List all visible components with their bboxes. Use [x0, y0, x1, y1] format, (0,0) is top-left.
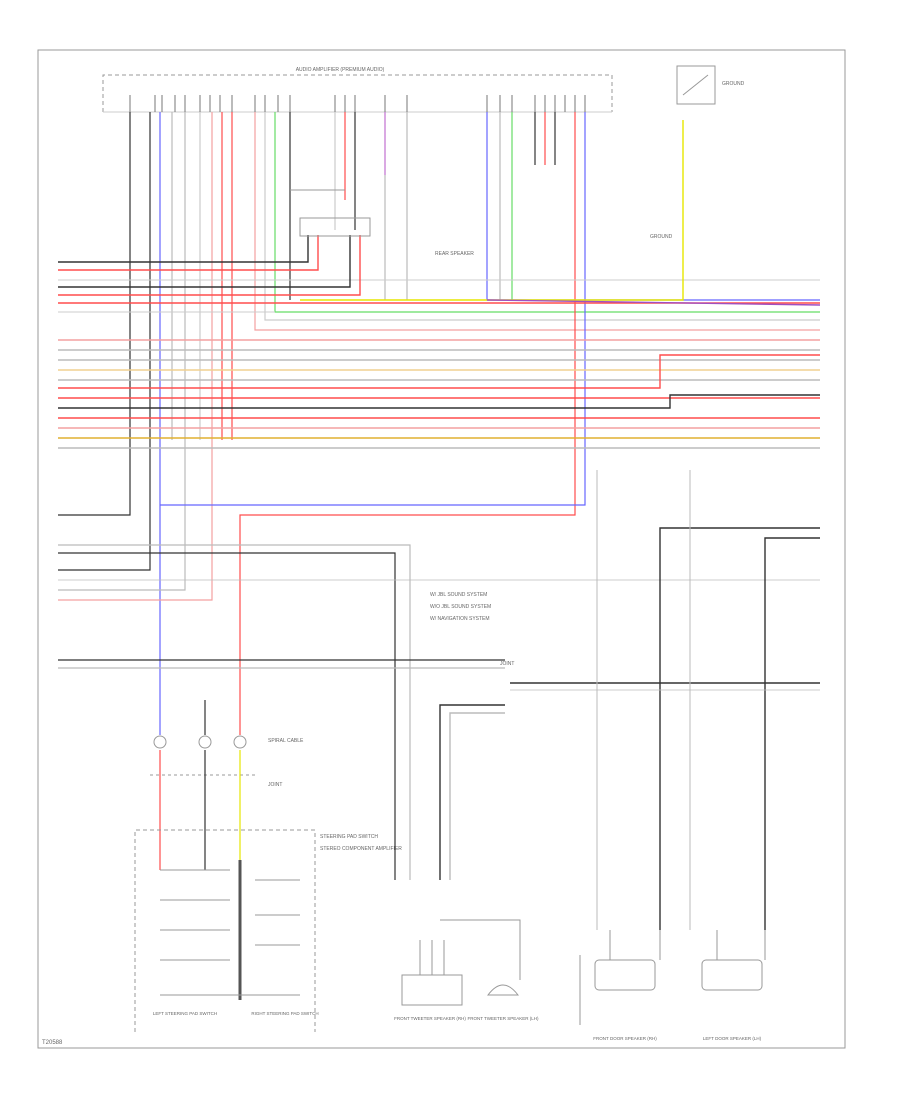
legend-item-1: W/ JBL SOUND SYSTEM: [430, 592, 487, 598]
lower-vertical-wires: [159, 700, 241, 870]
right-side-wires: [439, 470, 820, 930]
module-pins: [129, 95, 586, 112]
steering-switch-box: [134, 829, 316, 1032]
right-switch-label: RIGHT STEERING PAD SWITCH: [251, 1011, 318, 1016]
left-switch-label: LEFT STEERING PAD SWITCH: [153, 1011, 217, 1016]
audio-amplifier-module: AUDIO AMPLIFIER (PREMIUM AUDIO): [102, 67, 613, 113]
door-rh-label: FRONT DOOR SPEAKER (RH): [593, 1036, 657, 1041]
spiral-cable: SPIRAL CABLE JOINT: [150, 735, 304, 788]
door-speakers: [579, 930, 766, 1025]
module-label: AUDIO AMPLIFIER (PREMIUM AUDIO): [296, 67, 385, 73]
tweeter-speakers: [401, 919, 521, 1006]
legend-item-2: W/O JBL SOUND SYSTEM: [430, 604, 491, 610]
spiral-cable-label: SPIRAL CABLE: [268, 738, 304, 744]
horizontal-bus: [58, 120, 821, 449]
legend: W/ JBL SOUND SYSTEM W/O JBL SOUND SYSTEM…: [430, 592, 491, 622]
junction-splice: [290, 189, 371, 237]
footer-code: T20588: [42, 1040, 63, 1046]
relay-component: GROUND GROUND: [650, 65, 745, 240]
joint-label-2: JOINT: [500, 661, 514, 667]
ground-label-2: GROUND: [650, 234, 673, 240]
steering-switch-label: STEERING PAD SWITCH: [320, 834, 378, 840]
ground-label-1: GROUND: [722, 81, 745, 87]
joint-label-1: JOINT: [268, 782, 282, 788]
door-lh-label: LEFT DOOR SPEAKER (LH): [703, 1036, 762, 1041]
legend-item-3: W/ NAVIGATION SYSTEM: [430, 616, 490, 622]
speaker-box-label: STEREO COMPONENT AMPLIFIER: [320, 846, 402, 852]
tweeter-lh-label: FRONT TWEETER SPEAKER (LH): [467, 1016, 539, 1021]
left-stub-wires: [58, 544, 820, 880]
annotation-label: REAR SPEAKER: [435, 251, 474, 257]
tweeter-rh-label: FRONT TWEETER SPEAKER (RH): [394, 1016, 466, 1021]
diagram-frame: [37, 49, 846, 1049]
vertical-wires: [58, 112, 820, 700]
